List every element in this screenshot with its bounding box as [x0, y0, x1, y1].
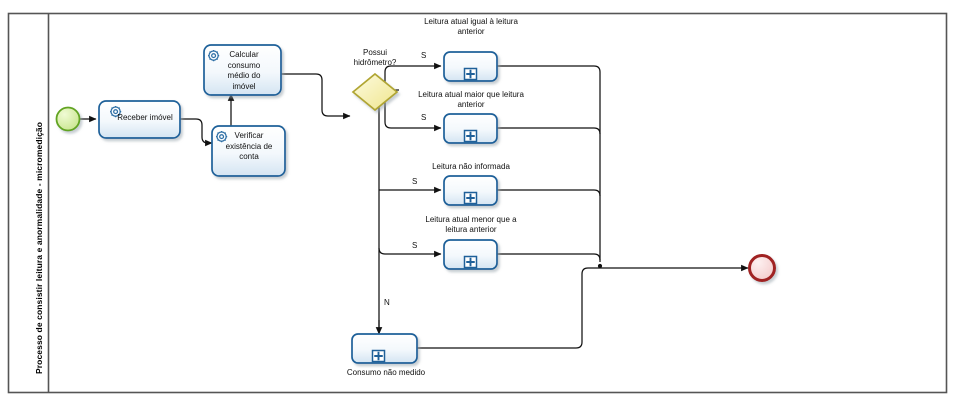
- gear-icon: [110, 106, 122, 118]
- exclusive-gateway-possui-hidrometro[interactable]: [351, 72, 399, 112]
- subprocess-label-leitura-menor: Leitura atual menor que a leitura anteri…: [425, 215, 517, 234]
- subprocess-label-leitura-maior: Leitura atual maior que leitura anterior: [418, 90, 524, 109]
- subprocess-leitura-igual[interactable]: [443, 51, 498, 82]
- task-verificar-existencia-conta[interactable]: [211, 125, 286, 177]
- gear-icon: [216, 131, 228, 143]
- expand-plus-icon[interactable]: [463, 129, 478, 143]
- flow-calcular-to-gateway: [281, 73, 351, 120]
- subprocess-label-consumo-nao-medido: Consumo não medido: [346, 368, 426, 377]
- subprocess-label-leitura-igual: Leitura atual igual à leitura anterior: [424, 17, 518, 36]
- flow-label-s1: S: [421, 51, 427, 60]
- gear-icon: [208, 50, 220, 62]
- subprocess-leitura-maior[interactable]: [443, 113, 498, 144]
- flow-branch-s4: [378, 247, 442, 258]
- subprocess-leitura-menor[interactable]: [443, 239, 498, 270]
- task-gear-icons: [110, 50, 228, 143]
- flow-receber-to-verificar: [180, 118, 213, 147]
- flow-label-n1: N: [384, 298, 390, 307]
- flow-label-s2: S: [421, 113, 427, 122]
- start-event[interactable]: [55, 106, 81, 132]
- task-receber-imovel[interactable]: [98, 100, 181, 139]
- task-calcular-consumo-medio[interactable]: [203, 44, 282, 96]
- flow-merge-junction: [597, 263, 603, 269]
- expand-plus-icon[interactable]: [463, 255, 478, 269]
- flow-sub4-out: [497, 253, 601, 261]
- task-label-receber-imovel: Receber imóvel: [117, 113, 173, 122]
- sequence-flows: [79, 62, 749, 349]
- pool-title: Processo de consistir leitura e anormali…: [34, 121, 44, 374]
- subprocess-consumo-nao-medido[interactable]: [351, 333, 418, 364]
- expand-plus-icon[interactable]: [371, 349, 386, 363]
- expand-plus-icon[interactable]: [463, 67, 478, 81]
- task-label-calcular-consumo-medio: Calcular consumo médio do imóvel: [227, 50, 261, 91]
- flow-label-s4: S: [412, 241, 418, 250]
- task-label-verificar-existencia-conta: Verificar existência de conta: [225, 131, 273, 161]
- gateway-label-possui-hidrometro: Possui hidrômetro?: [353, 48, 397, 67]
- expand-plus-icon[interactable]: [463, 191, 478, 205]
- end-event[interactable]: [748, 254, 776, 282]
- flow-sub1-out: [497, 65, 601, 262]
- flow-sub2-out: [497, 127, 601, 135]
- subprocess-leitura-nao-informada[interactable]: [443, 175, 498, 206]
- flow-label-s3: S: [412, 177, 418, 186]
- flow-consumo-out: [417, 264, 749, 349]
- subprocess-label-leitura-nao-informada: Leitura não informada: [432, 162, 510, 171]
- flow-sub3-out: [497, 189, 601, 197]
